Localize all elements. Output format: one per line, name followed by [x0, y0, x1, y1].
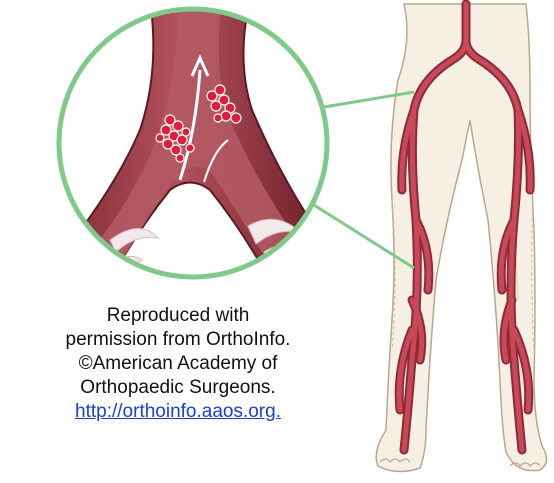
- legs-figure: [376, 4, 546, 472]
- caption-line-3: ©American Academy of: [6, 352, 350, 376]
- orthoinfo-link[interactable]: http://orthoinfo.aaos.org.: [75, 401, 281, 422]
- caption-line-2: permission from OrthoInfo.: [6, 328, 350, 352]
- caption-line-1: Reproduced with: [6, 304, 350, 328]
- caption-line-4: Orthopaedic Surgeons.: [6, 376, 350, 400]
- attribution-caption: Reproduced with permission from OrthoInf…: [6, 304, 350, 424]
- magnifier-inset: [40, 0, 327, 300]
